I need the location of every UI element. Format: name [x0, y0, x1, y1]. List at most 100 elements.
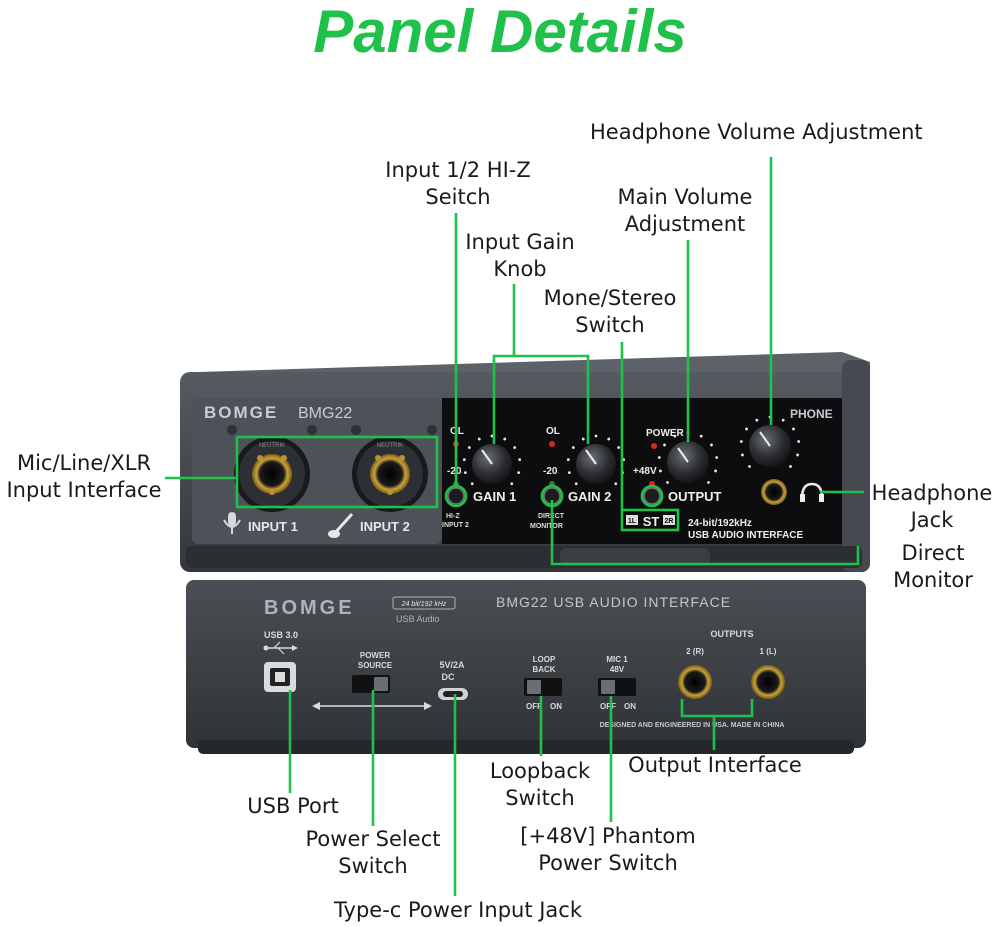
- hiz-label-line1: HI-Z: [446, 513, 460, 520]
- power-led: [651, 443, 657, 449]
- gain1-knob[interactable]: [472, 444, 512, 484]
- output-jack-right[interactable]: [678, 665, 712, 699]
- rear-panel: BOMGE 24 bit/192 kHz USB Audio BMG22 USB…: [186, 580, 866, 754]
- screw: [307, 425, 317, 435]
- knob-scale-dot: [617, 446, 621, 449]
- rear-footer: DESIGNED AND ENGINEERED IN USA. MADE IN …: [600, 722, 785, 729]
- loop-label-1: LOOP: [533, 655, 556, 664]
- callout-text: Main Volume: [617, 185, 753, 209]
- screw: [227, 425, 237, 435]
- xlr-combo-input-2[interactable]: NEUTRIK: [352, 436, 428, 512]
- power-source-switch[interactable]: [352, 675, 390, 693]
- callout-text: Monitor: [893, 568, 973, 592]
- usb-logo-icon: [263, 641, 298, 655]
- mono-stereo-button[interactable]: [643, 487, 661, 505]
- phantom-48v-switch[interactable]: [598, 678, 636, 696]
- knob-scale-dot: [566, 458, 570, 462]
- power-source-label-2: SOURCE: [358, 661, 393, 670]
- output-knob[interactable]: [667, 441, 709, 483]
- spec-line-2: USB AUDIO INTERFACE: [688, 530, 804, 541]
- callout-text: Headphone Volume Adjustment: [590, 120, 923, 144]
- st-label: ST: [643, 514, 660, 529]
- output-jack-left[interactable]: [751, 665, 785, 699]
- screw: [351, 425, 361, 435]
- callout-text: Switch: [338, 854, 408, 878]
- callout-text: Loopback: [489, 759, 591, 783]
- callout-text: Input Gain: [465, 230, 575, 254]
- hiz-button[interactable]: [447, 487, 465, 505]
- direct-label-line2: MONITOR: [530, 523, 563, 530]
- callout-text: [+48V] Phantom: [520, 824, 696, 848]
- knob-scale-dot: [470, 482, 474, 486]
- rear-brand: BOMGE: [264, 597, 355, 619]
- callout-lines: [165, 157, 864, 896]
- callout-headphone-jack: Headphone Jack: [864, 480, 1000, 534]
- loop-label-2: BACK: [532, 665, 555, 674]
- minus20-label-1: -20: [447, 466, 462, 477]
- dc-label-1: 5V/2A: [439, 660, 465, 670]
- knob-scale-dot: [707, 481, 710, 484]
- usb-b-port[interactable]: [264, 662, 296, 692]
- callout-rings: [444, 484, 664, 508]
- callout-text: Input Interface: [6, 478, 162, 502]
- callout-direct-monitor: Direct Monitor: [868, 540, 998, 594]
- knob-scale-dot: [781, 418, 785, 422]
- callout-loopback: Loopback Switch: [470, 758, 610, 812]
- front-brand: BOMGE: [204, 403, 278, 422]
- power-source-label-1: POWER: [360, 651, 390, 660]
- callout-text: Knob: [493, 257, 547, 281]
- mic-label-1: MIC 1: [606, 655, 628, 664]
- knob-scale-dot: [657, 456, 661, 459]
- dc-label-2: DC: [442, 672, 455, 682]
- usb-c-port[interactable]: [438, 688, 468, 700]
- knob-scale-dot: [748, 465, 751, 468]
- phone-knob[interactable]: [749, 425, 791, 467]
- knob-scale-dot: [714, 469, 717, 473]
- xlr-tag: NEUTRIK: [377, 443, 403, 449]
- knob-scale-dot: [513, 446, 517, 449]
- badge-bottom: USB Audio: [396, 614, 440, 624]
- callout-text: Type-c Power Input Jack: [333, 898, 583, 922]
- microphone-icon: [223, 512, 241, 534]
- callout-xlr-input: Mic/Line/XLR Input Interface: [0, 450, 168, 504]
- knob-scale-dot: [614, 482, 618, 486]
- spec-line-1: 24-bit/192kHz: [688, 518, 752, 529]
- knob-scale-dot: [673, 434, 677, 438]
- callout-main-volume: Main Volume Adjustment: [585, 184, 785, 238]
- knob-scale-dot: [574, 482, 578, 486]
- callout-text: Adjustment: [624, 212, 746, 236]
- screw: [427, 425, 437, 435]
- minus20-label-2: -20: [543, 466, 558, 477]
- knob-scale-dot: [741, 453, 744, 457]
- knob-scale-dot: [797, 440, 801, 443]
- xlr-combo-input-1[interactable]: NEUTRIK: [234, 436, 310, 512]
- callout-text: Switch: [505, 786, 575, 810]
- knob-scale-dot: [594, 434, 598, 438]
- out-r-label: 2 (R): [686, 647, 704, 656]
- plus48v-label: +48V: [633, 466, 657, 477]
- callout-text: Power Select: [305, 827, 441, 851]
- callout-text: USB Port: [247, 794, 339, 818]
- callout-text: Seitch: [425, 185, 491, 209]
- callout-text: Headphone: [871, 481, 993, 505]
- knob-scale-dot: [477, 437, 481, 441]
- knob-scale-dot: [607, 437, 611, 441]
- rear-model-line: BMG22 USB AUDIO INTERFACE: [496, 594, 731, 610]
- knob-scale-dot: [567, 471, 571, 475]
- gain2-knob[interactable]: [576, 444, 616, 484]
- knob-scale-dot: [755, 418, 759, 422]
- gain1-label: GAIN 1: [473, 489, 516, 504]
- knob-scale-dot: [659, 469, 662, 473]
- callout-phantom-power: [+48V] Phantom Power Switch: [508, 823, 708, 877]
- headphone-jack[interactable]: [761, 479, 787, 505]
- knob-scale-dot: [518, 458, 522, 462]
- mic-label-2: 48V: [610, 665, 625, 674]
- power-label: POWER: [646, 428, 685, 439]
- loopback-switch[interactable]: [524, 678, 562, 696]
- callout-text: Direct: [901, 541, 965, 565]
- ol-led-2: [549, 441, 555, 447]
- knob-scale-dot: [699, 434, 703, 438]
- callout-text: Mic/Line/XLR: [16, 451, 152, 475]
- front-model: BMG22: [298, 405, 352, 422]
- out-l-label: 1 (L): [760, 647, 777, 656]
